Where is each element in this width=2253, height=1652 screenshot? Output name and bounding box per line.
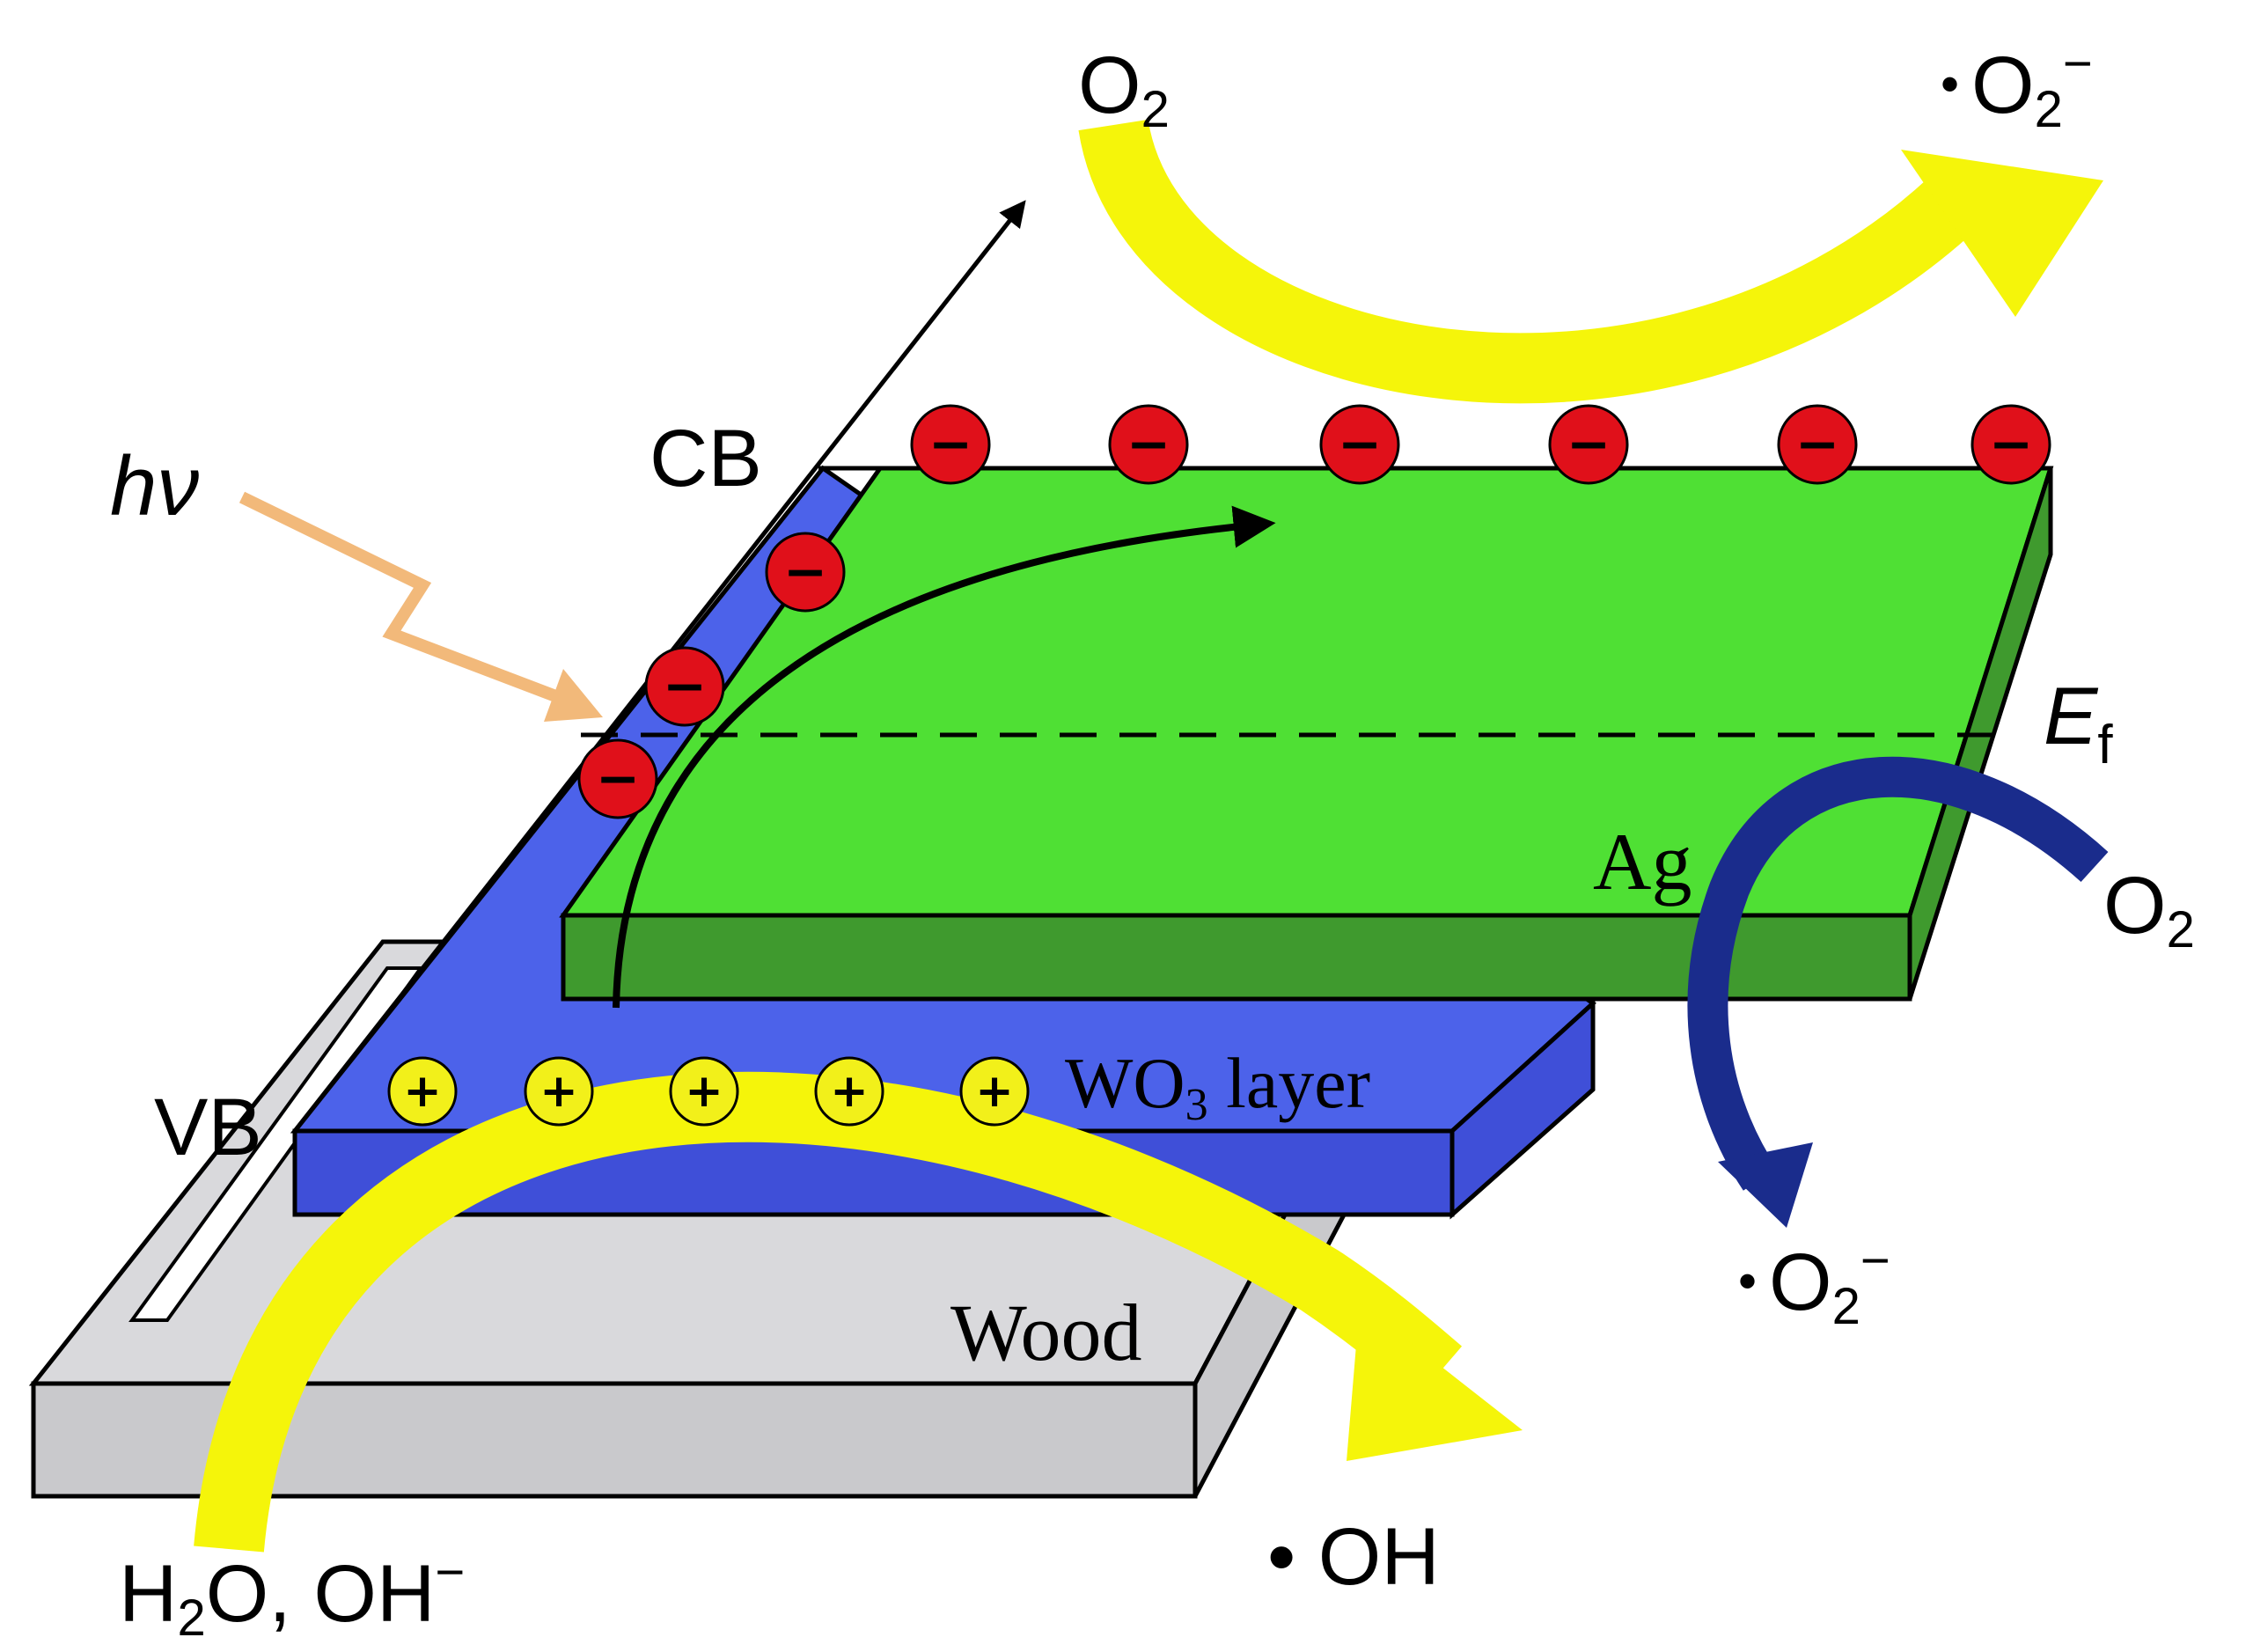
- electron: −: [910, 404, 991, 485]
- electron: −: [1777, 404, 1858, 485]
- electron-transfer-arrow: [613, 505, 1276, 1009]
- svg-text:−: −: [1989, 414, 2033, 475]
- hv-light-arrow: [239, 491, 603, 722]
- hole: +: [959, 1056, 1030, 1127]
- svg-text:−: −: [1567, 414, 1611, 475]
- holes: + + + + +: [387, 1056, 1030, 1127]
- hole: +: [387, 1056, 458, 1127]
- svg-text:+: +: [975, 1065, 1014, 1118]
- electron: −: [1108, 404, 1189, 485]
- wo3-side-face: [1449, 998, 1596, 1220]
- ef-label: Ef: [2044, 672, 2113, 775]
- svg-text:+: +: [539, 1065, 578, 1118]
- electron: −: [765, 532, 846, 613]
- o2-reduction-arrow: [1078, 118, 2103, 404]
- hole: +: [669, 1056, 739, 1127]
- cb-label: CB: [649, 414, 762, 503]
- o2-right-label: O2: [2103, 861, 2195, 958]
- o2-top-label: O2: [1078, 40, 1170, 138]
- wo3-layer-label: WO3 layer: [1065, 1043, 1370, 1130]
- svg-text:−: −: [1338, 414, 1382, 475]
- electron: −: [1319, 404, 1400, 485]
- hole: +: [814, 1056, 884, 1127]
- electron: −: [1548, 404, 1629, 485]
- svg-text:−: −: [1126, 414, 1171, 475]
- svg-text:−: −: [783, 541, 827, 603]
- svg-text:+: +: [685, 1065, 723, 1118]
- ag-o2-reduction-arrow: [1687, 756, 2109, 1228]
- vb-label: VB: [154, 1083, 262, 1172]
- svg-text:−: −: [928, 414, 972, 475]
- electron: −: [577, 738, 658, 819]
- electron: −: [644, 646, 725, 727]
- svg-text:+: +: [403, 1065, 442, 1118]
- wood-label: Wood: [950, 1288, 1141, 1377]
- superoxide-top-label: •O2−: [1941, 35, 2093, 138]
- svg-text:−: −: [663, 656, 707, 717]
- oh-radical-label: • OH: [1267, 1512, 1440, 1602]
- electrons: − − − − − − − − −: [577, 404, 2051, 819]
- hv-label: hν: [110, 439, 199, 533]
- svg-text:−: −: [596, 748, 640, 810]
- superoxide-right-label: •O2−: [1738, 1232, 1890, 1335]
- water-label: H2O, OH−: [119, 1544, 465, 1647]
- svg-text:+: +: [830, 1065, 869, 1118]
- ag-label: Ag: [1593, 817, 1692, 907]
- svg-text:−: −: [1795, 414, 1839, 475]
- electron: −: [1970, 404, 2051, 485]
- hole: +: [524, 1056, 594, 1127]
